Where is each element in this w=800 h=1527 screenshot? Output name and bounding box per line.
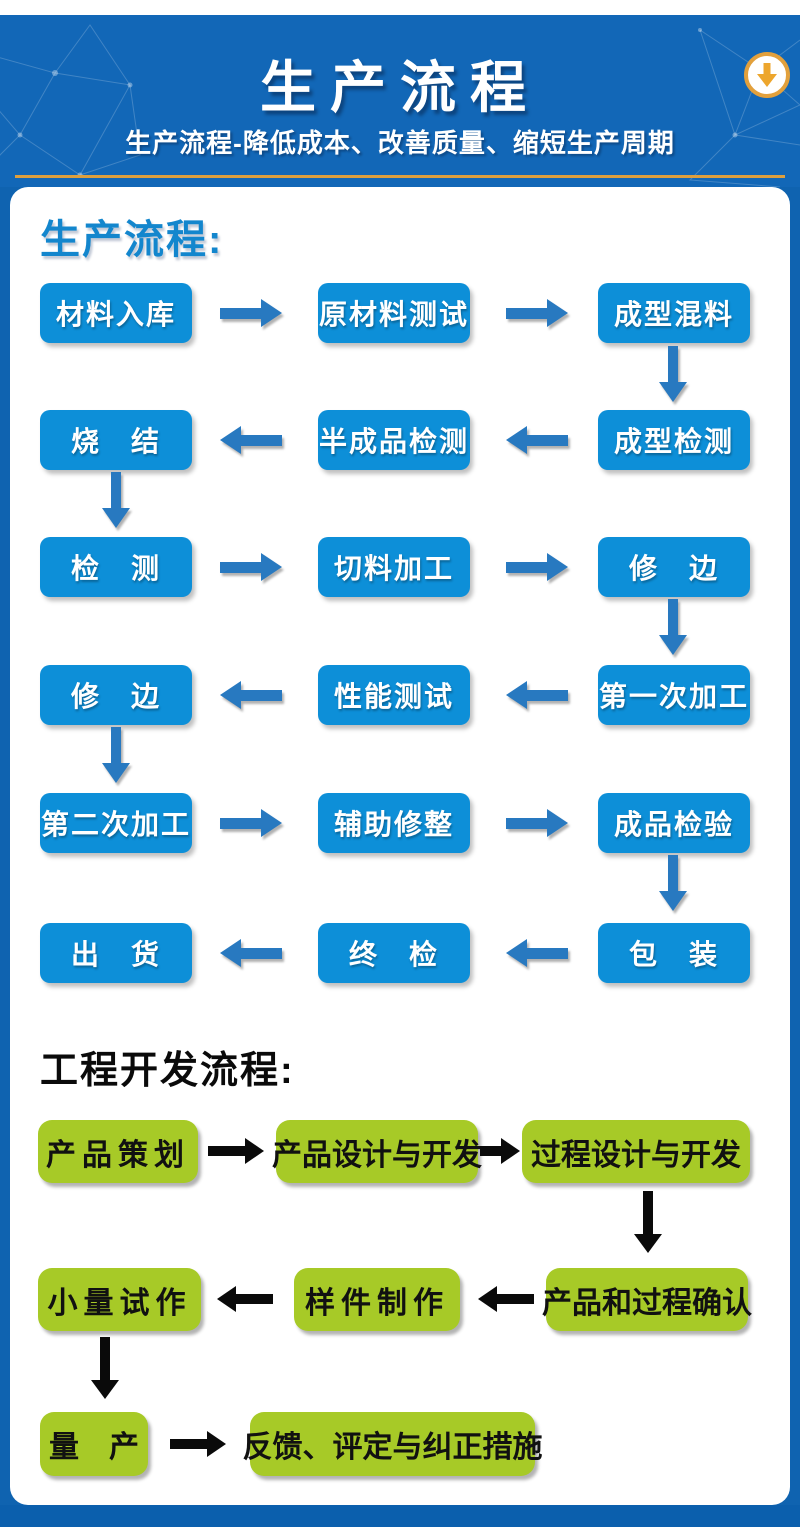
flow-node: 量 产 [40,1412,148,1476]
flow-node: 产品设计与开发 [272,1120,482,1183]
flow-node: 包 装 [598,923,750,983]
arrow-down-icon [658,855,688,911]
download-icon[interactable] [744,52,790,98]
flow-node: 性能测试 [318,665,470,725]
arrow-right-icon [220,809,282,837]
arrow-left-icon [506,939,568,967]
arrow-left-icon [506,426,568,454]
arrow-down-icon [634,1191,662,1253]
production-flow-heading: 生产流程: [40,218,224,262]
arrow-down-icon [101,727,131,783]
flow-node: 辅助修整 [318,793,470,853]
flow-node: 检 测 [40,537,192,597]
arrow-left-icon [478,1286,534,1312]
arrow-down-icon [91,1337,119,1399]
arrow-left-icon [506,681,568,709]
footer-bar [0,1505,800,1527]
page-title: 生产流程 [260,56,540,119]
arrow-right-icon [170,1431,226,1457]
top-white-strip [0,0,800,15]
arrow-right-icon [506,299,568,327]
flow-node: 半成品检测 [318,410,470,470]
flow-node: 过程设计与开发 [522,1120,750,1183]
arrow-right-icon [220,299,282,327]
flow-node: 成型混料 [598,283,750,343]
flow-node: 出 货 [40,923,192,983]
flow-node: 第一次加工 [598,665,750,725]
flow-node: 产品和过程确认 [542,1268,752,1331]
arrow-right-icon [480,1138,520,1164]
arrow-left-icon [220,681,282,709]
arrow-right-icon [506,809,568,837]
arrow-down-icon [101,472,131,528]
flow-node: 小量试作 [38,1268,201,1331]
flow-node: 终 检 [318,923,470,983]
flow-node: 烧 结 [40,410,192,470]
arrow-down-icon [658,599,688,655]
flow-node: 材料入库 [40,283,192,343]
flow-node: 修 边 [598,537,750,597]
arrow-right-icon [506,553,568,581]
content-panel: 生产流程: 材料入库 原材料测试 成型混料 烧 结 半成品检测 成型检测 检 测… [10,187,790,1505]
arrow-right-icon [220,553,282,581]
arrow-left-icon [217,1286,273,1312]
flow-node: 产品策划 [38,1120,198,1183]
flow-node: 样件制作 [294,1268,460,1331]
header-banner: 生产流程 生产流程-降低成本、改善质量、缩短生产周期 [0,15,800,187]
engineering-flow-heading: 工程开发流程: [40,1050,295,1092]
flow-node: 成品检验 [598,793,750,853]
flow-node: 切料加工 [318,537,470,597]
flow-node: 修 边 [40,665,192,725]
arrow-left-icon [220,939,282,967]
flow-node: 成型检测 [598,410,750,470]
flow-node: 第二次加工 [40,793,192,853]
gold-divider [15,175,785,178]
flow-node: 原材料测试 [318,283,470,343]
down-arrow-icon [757,63,777,87]
page-subtitle: 生产流程-降低成本、改善质量、缩短生产周期 [125,128,675,158]
arrow-down-icon [658,346,688,402]
arrow-right-icon [208,1138,264,1164]
flow-node: 反馈、评定与纠正措施 [243,1412,543,1476]
arrow-left-icon [220,426,282,454]
